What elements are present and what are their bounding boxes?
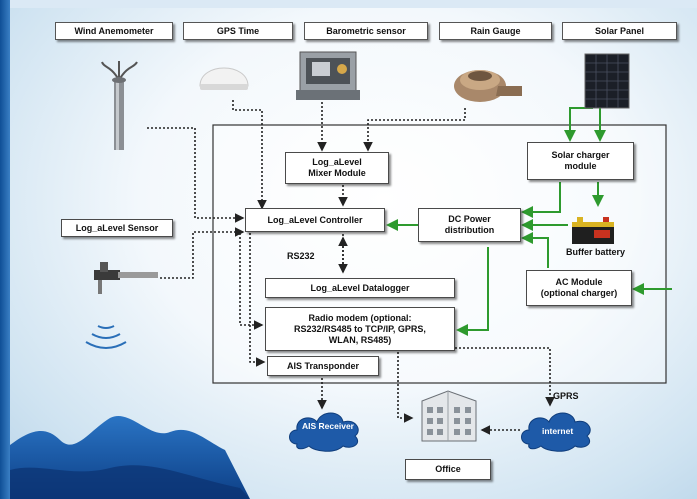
rain-gauge-icon	[454, 70, 522, 102]
box-controller: Log_aLevel Controller	[245, 208, 385, 232]
dc-line2: distribution	[444, 225, 495, 235]
internet-label: internet	[542, 426, 574, 436]
line-sensor-controller	[160, 227, 245, 279]
line-controller-ais	[249, 233, 266, 367]
header-barometric-sensor: Barometric sensor	[304, 22, 428, 40]
label-buffer-battery: Buffer battery	[566, 247, 626, 257]
ac-line1: AC Module	[555, 277, 603, 287]
barometric-sensor-icon	[296, 51, 360, 100]
box-ais-transponder: AIS Transponder	[267, 356, 379, 376]
battery-icon	[572, 217, 614, 244]
header-wind-anemometer: Wind Anemometer	[55, 22, 173, 40]
mixer-line2: Mixer Module	[308, 168, 366, 178]
box-solar-charger: Solar charger module	[527, 142, 634, 180]
ac-line2: (optional charger)	[540, 288, 618, 298]
internet-cloud-icon	[521, 412, 591, 452]
box-office: Office	[405, 459, 491, 480]
mixer-line1: Log_aLevel	[312, 157, 362, 167]
power-charger-dc	[521, 182, 561, 218]
modem-line1: Radio modem (optional:	[308, 312, 412, 323]
modem-line2: RS232/RS485 to TCP/IP, GPRS,	[294, 323, 426, 334]
header-rain-gauge: Rain Gauge	[439, 22, 552, 40]
power-ac-dc	[521, 232, 549, 268]
box-ac-module: AC Module (optional charger)	[526, 270, 632, 306]
label-rs232: RS232	[287, 251, 315, 261]
line-controller-modem	[239, 233, 264, 330]
line-rain-mixer	[363, 108, 466, 152]
anemometer-icon	[101, 61, 138, 150]
modem-line3: WLAN, RS485)	[328, 334, 392, 345]
box-mixer-module: Log_aLevel Mixer Module	[285, 152, 389, 184]
box-datalogger: Log_aLevel Datalogger	[265, 278, 455, 298]
level-sensor-icon	[94, 262, 158, 294]
power-solar-charger-a	[564, 107, 593, 142]
solar-panel-icon	[584, 53, 630, 109]
label-gprs: GPRS	[553, 391, 579, 401]
line-modem-internet	[455, 347, 555, 407]
line-gps-controller	[232, 100, 267, 210]
gps-antenna-icon	[199, 67, 249, 90]
sonar-waves-icon	[85, 325, 127, 349]
ais-receiver-cloud-icon	[289, 412, 359, 452]
box-level-sensor: Log_aLevel Sensor	[61, 219, 173, 237]
header-gps-time: GPS Time	[183, 22, 293, 40]
charger-line1: Solar charger	[551, 150, 610, 160]
office-building-icon	[421, 390, 477, 442]
line-modem-office	[397, 352, 414, 423]
box-radio-modem: Radio modem (optional: RS232/RS485 to TC…	[265, 307, 455, 351]
power-dc-modem	[456, 247, 489, 336]
dc-line1: DC Power	[448, 214, 491, 224]
header-solar-panel: Solar Panel	[562, 22, 677, 40]
box-dc-power: DC Power distribution	[418, 208, 521, 242]
line-wind-controller	[147, 127, 245, 223]
ais-receiver-label: AIS Receiver	[302, 421, 354, 431]
charger-line2: module	[564, 161, 597, 171]
